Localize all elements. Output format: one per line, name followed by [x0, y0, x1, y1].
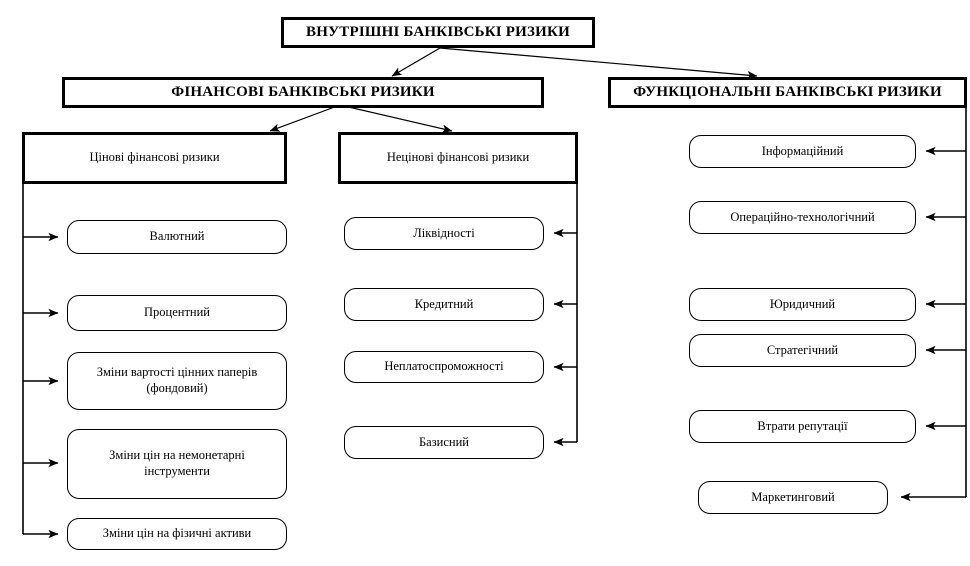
edge-root-to-functional: [439, 47, 758, 80]
leaf-price-securities[interactable]: Зміни вартості цінних паперів (фондовий): [67, 352, 287, 410]
leaf-price-nonmonetary[interactable]: Зміни цін на немонетарні інструменти: [67, 429, 287, 499]
leaf-functional-strategic-label: Стратегічний: [766, 342, 839, 357]
leaf-price-securities-label: Зміни вартості цінних паперів (фондовий): [96, 365, 258, 395]
leaf-price-currency-label: Валютний: [149, 229, 205, 244]
leaf-functional-reputation-loss-label: Втрати репутації: [757, 418, 848, 433]
leaf-price-interest[interactable]: Процентний: [67, 295, 287, 331]
node-price-risk-group[interactable]: Цінові фінансові ризики: [22, 132, 287, 184]
node-financial-risks[interactable]: ФІНАНСОВІ БАНКІВСЬКІ РИЗИКИ: [62, 77, 544, 108]
leaf-price-nonmonetary-label: Зміни цін на немонетарні інструменти: [109, 448, 245, 478]
leaf-nonprice-basis[interactable]: Базисний: [344, 426, 544, 459]
leaf-nonprice-basis-label: Базисний: [419, 434, 469, 449]
leaf-functional-marketing-label: Маркетинговий: [751, 489, 835, 504]
leaf-price-physical-assets[interactable]: Зміни цін на фізичні активи: [67, 518, 287, 550]
leaf-functional-legal[interactable]: Юридичний: [689, 288, 916, 321]
node-functional-risks-label: ФУНКЦІОНАЛЬНІ БАНКІВСЬКІ РИЗИКИ: [633, 84, 942, 101]
leaf-functional-information[interactable]: Інформаційний: [689, 135, 916, 168]
leaf-functional-information-label: Інформаційний: [761, 143, 844, 158]
leaf-price-physical-assets-label: Зміни цін на фізичні активи: [102, 526, 252, 541]
node-root[interactable]: ВНУТРІШНІ БАНКІВСЬКІ РИЗИКИ: [281, 17, 595, 48]
node-nonprice-risk-group-label: Нецінові фінансові ризики: [386, 150, 530, 165]
leaf-functional-strategic[interactable]: Стратегічний: [689, 334, 916, 367]
node-functional-risks[interactable]: ФУНКЦІОНАЛЬНІ БАНКІВСЬКІ РИЗИКИ: [608, 77, 967, 108]
node-nonprice-risk-group[interactable]: Нецінові фінансові ризики: [338, 132, 578, 184]
leaf-functional-reputation-loss[interactable]: Втрати репутації: [689, 410, 916, 443]
edge-financial-to-nonprice-group: [339, 104, 453, 133]
edge-spine-nonprice: [553, 184, 578, 447]
leaf-nonprice-liquidity-label: Ліквідності: [413, 225, 475, 240]
node-financial-risks-label: ФІНАНСОВІ БАНКІВСЬКІ РИЗИКИ: [171, 84, 435, 101]
leaf-functional-legal-label: Юридичний: [769, 296, 836, 311]
node-price-risk-group-label: Цінові фінансові ризики: [89, 150, 220, 165]
leaf-price-interest-label: Процентний: [144, 305, 210, 320]
leaf-nonprice-liquidity[interactable]: Ліквідності: [344, 217, 544, 250]
edge-root-to-financial: [391, 47, 441, 77]
leaf-nonprice-credit[interactable]: Кредитний: [344, 288, 544, 321]
node-root-label: ВНУТРІШНІ БАНКІВСЬКІ РИЗИКИ: [306, 24, 570, 41]
leaf-functional-marketing[interactable]: Маркетинговий: [698, 481, 888, 514]
edge-spine-price: [22, 184, 59, 539]
edge-financial-to-price-group: [269, 104, 341, 132]
leaf-functional-operational-tech-label: Операційно-технологічний: [730, 209, 875, 224]
leaf-nonprice-insolvency-label: Неплатоспроможності: [384, 359, 504, 374]
leaf-nonprice-insolvency[interactable]: Неплатоспроможності: [344, 351, 544, 383]
leaf-nonprice-credit-label: Кредитний: [414, 296, 474, 311]
leaf-price-currency[interactable]: Валютний: [67, 220, 287, 254]
leaf-functional-operational-tech[interactable]: Операційно-технологічний: [689, 201, 916, 234]
